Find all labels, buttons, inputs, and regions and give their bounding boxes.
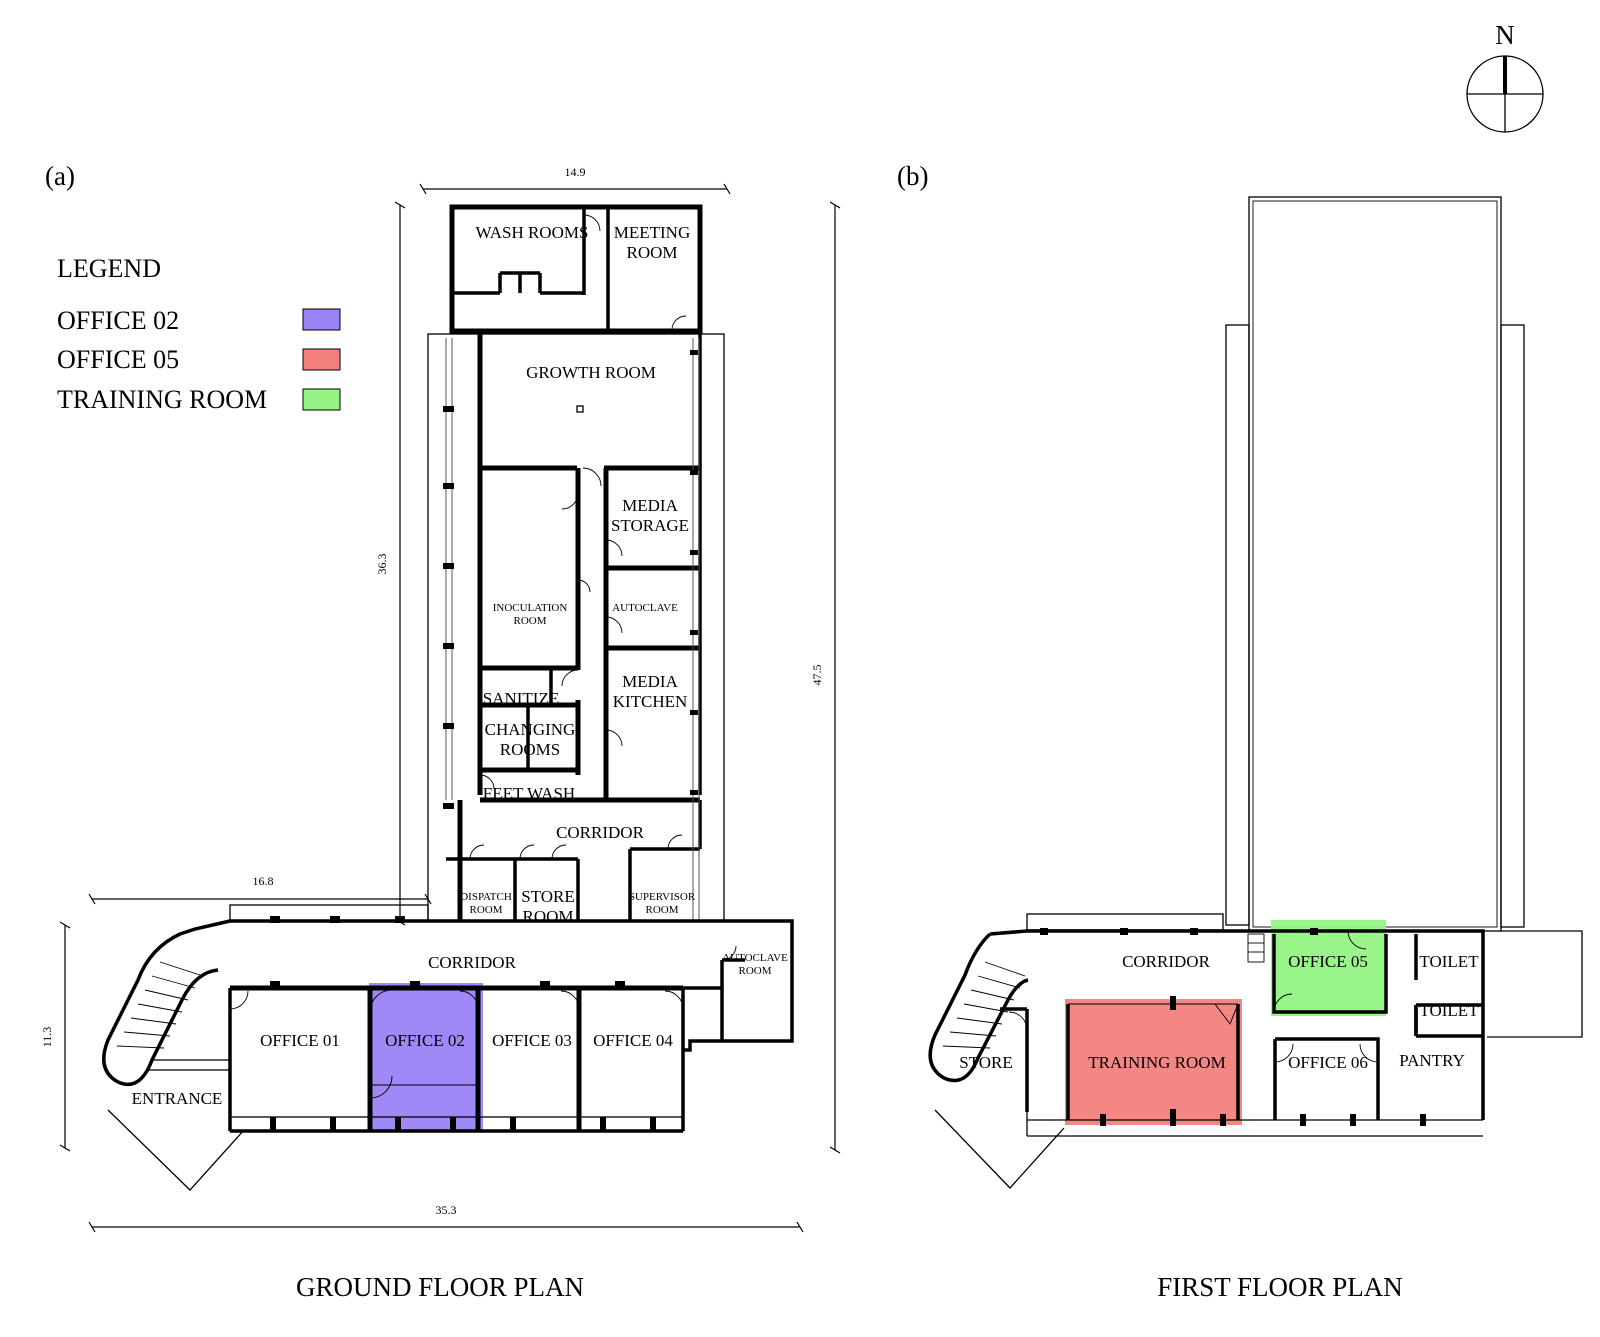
legend-title: LEGEND <box>57 254 161 283</box>
ff-label-office-05: OFFICE 05 <box>1288 952 1368 971</box>
roof-outline <box>1248 196 1502 932</box>
label-office-01: OFFICE 01 <box>260 1031 340 1050</box>
entrance-staircase <box>102 932 245 1191</box>
label-entrance: ENTRANCE <box>132 1089 223 1108</box>
panel-b-label: (b) <box>897 161 928 191</box>
office-05-highlight <box>1271 920 1386 1016</box>
ground-floor-plan-title: GROUND FLOOR PLAN <box>296 1272 584 1302</box>
legend: LEGEND OFFICE 02 OFFICE 05 TRAINING ROOM <box>57 254 341 414</box>
legend-swatch-office-02 <box>302 308 341 331</box>
panel-a-label: (a) <box>45 161 75 191</box>
label-changing-rooms-2: ROOMS <box>500 740 560 759</box>
label-autoclave-room-2: ROOM <box>738 965 771 977</box>
label-dispatch-room-1: DISPATCH <box>460 891 512 903</box>
compass-needle-icon <box>1503 56 1507 94</box>
legend-label-office-02: OFFICE 02 <box>57 306 179 335</box>
dim-wing-height: 11.3 <box>40 1027 54 1048</box>
label-inoculation-room-1: INOCULATION <box>493 602 568 614</box>
label-office-03: OFFICE 03 <box>492 1031 572 1050</box>
ff-label-pantry: PANTRY <box>1399 1051 1465 1070</box>
label-media-storage-2: STORAGE <box>611 516 689 535</box>
label-feet-wash: FEET WASH <box>483 784 575 803</box>
legend-swatch-training-room <box>302 388 341 411</box>
label-corridor-main: CORRIDOR <box>428 953 517 972</box>
main-wing-top-wall <box>230 919 794 1052</box>
label-office-04: OFFICE 04 <box>593 1031 673 1050</box>
label-media-kitchen-1: MEDIA <box>622 672 678 691</box>
label-store-room-2: ROOM <box>522 907 573 926</box>
ff-label-store: STORE <box>959 1053 1013 1072</box>
dim-tower-height: 36.3 <box>375 554 389 575</box>
label-store-room-1: STORE <box>521 887 575 906</box>
ff-label-office-06: OFFICE 06 <box>1288 1053 1368 1072</box>
ground-floor-plan: 14.9 36.3 47.5 16.8 11.3 35.3 <box>40 165 841 1233</box>
label-office-02: OFFICE 02 <box>385 1031 465 1050</box>
first-floor-plan-title: FIRST FLOOR PLAN <box>1157 1272 1403 1302</box>
label-autoclave: AUTOCLAVE <box>612 602 678 614</box>
label-sanitize: SANITIZE <box>483 689 559 708</box>
label-media-storage-1: MEDIA <box>622 496 678 515</box>
first-floor-windows <box>1040 928 1426 1126</box>
ff-label-training-room: TRAINING ROOM <box>1088 1053 1225 1072</box>
label-supervisor-room-2: ROOM <box>645 904 678 916</box>
dim-total-height: 47.5 <box>810 665 824 686</box>
label-media-kitchen-2: KITCHEN <box>613 692 688 711</box>
label-inoculation-room-2: ROOM <box>513 615 546 627</box>
ff-label-corridor: CORRIDOR <box>1122 952 1211 971</box>
wing-windows <box>270 916 656 1131</box>
legend-label-training-room: TRAINING ROOM <box>57 385 267 414</box>
label-dispatch-room-2: ROOM <box>469 904 502 916</box>
compass-north-label: N <box>1495 20 1515 50</box>
label-meeting-room-1: MEETING <box>614 223 690 242</box>
label-growth-room: GROWTH ROOM <box>526 363 656 382</box>
training-room-highlight <box>1065 999 1242 1125</box>
dim-top-width: 14.9 <box>565 165 586 179</box>
office-02-highlight <box>369 983 483 1131</box>
label-supervisor-room-1: SUPERVISOR <box>629 891 696 903</box>
ff-label-toilet-1: TOILET <box>1419 952 1479 971</box>
first-floor-plan: CORRIDOR OFFICE 05 TOILET TOILET STORE T… <box>928 196 1583 1189</box>
label-autoclave-room-1: AUTOCLAVE <box>722 952 788 964</box>
ff-label-toilet-2: TOILET <box>1419 1001 1479 1020</box>
label-corridor-upper: CORRIDOR <box>556 823 645 842</box>
dim-wing-width: 16.8 <box>253 874 274 888</box>
north-compass: N <box>1466 20 1544 133</box>
tower-windows <box>443 338 700 920</box>
label-meeting-room-2: ROOM <box>626 243 677 262</box>
legend-swatch-office-05 <box>302 348 341 371</box>
label-wash-rooms: WASH ROOMS <box>476 223 589 242</box>
label-changing-rooms-1: CHANGING <box>485 720 576 739</box>
legend-label-office-05: OFFICE 05 <box>57 345 179 374</box>
dim-total-width: 35.3 <box>436 1203 457 1217</box>
